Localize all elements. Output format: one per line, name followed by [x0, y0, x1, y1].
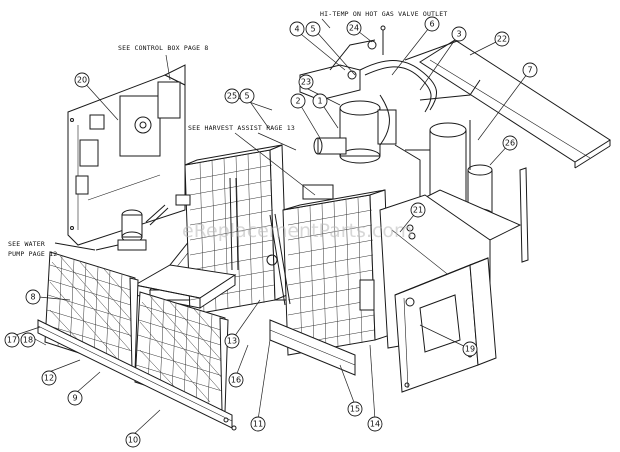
callout-26: 26 [502, 135, 518, 151]
svg-text:21: 21 [413, 206, 423, 215]
svg-text:18: 18 [23, 336, 33, 345]
svg-text:3: 3 [456, 30, 461, 39]
hardware [175, 25, 416, 240]
watermark: eReplacementParts.com [182, 220, 413, 242]
callout-25: 25 [224, 88, 240, 104]
tanks [408, 120, 522, 241]
svg-text:14: 14 [370, 420, 380, 429]
callout-9: 9 [67, 390, 83, 406]
callout-5b: 5 [239, 88, 255, 104]
callout-3: 3 [451, 26, 467, 42]
callout-21: 21 [410, 202, 426, 218]
splash-strip [37, 319, 237, 431]
svg-text:16: 16 [231, 376, 241, 385]
water-trough [133, 264, 237, 309]
svg-text:2: 2 [295, 97, 300, 106]
svg-text:24: 24 [349, 24, 359, 33]
note-water-pump-1: SEE WATER [8, 240, 45, 248]
svg-text:11: 11 [253, 420, 263, 429]
svg-text:12: 12 [44, 374, 54, 383]
compressor-assembly [299, 39, 481, 215]
svg-text:19: 19 [465, 345, 475, 354]
svg-text:23: 23 [301, 78, 311, 87]
evaporator-right [266, 189, 391, 356]
callout-13: 13 [224, 333, 240, 349]
callout-10: 10 [125, 432, 141, 448]
top-rail [419, 39, 611, 169]
note-harvest-assist: SEE HARVEST ASSIST PAGE 13 [188, 124, 295, 132]
svg-text:26: 26 [505, 139, 515, 148]
callout-2: 2 [290, 93, 306, 109]
callout-24: 24 [346, 20, 362, 36]
callout-8: 8 [25, 289, 41, 305]
back-panel [67, 64, 186, 246]
svg-text:5: 5 [244, 92, 249, 101]
water-pump [54, 204, 169, 251]
note-hot-gas: HI-TEMP ON HOT GAS VALVE OUTLET [320, 10, 448, 18]
callout-14: 14 [367, 416, 383, 432]
callout-11: 11 [250, 416, 266, 432]
callout-5a: 5 [305, 21, 321, 37]
svg-text:5: 5 [310, 25, 315, 34]
svg-text:7: 7 [527, 66, 532, 75]
svg-text:6: 6 [429, 20, 434, 29]
callout-7: 7 [522, 62, 538, 78]
svg-text:25: 25 [227, 92, 237, 101]
svg-text:10: 10 [128, 436, 138, 445]
callout-19: 19 [462, 341, 478, 357]
callout-4: 4 [289, 21, 305, 37]
svg-text:22: 22 [497, 35, 507, 44]
note-water-pump-2: PUMP PAGE 12 [8, 250, 57, 258]
svg-text:13: 13 [227, 337, 237, 346]
svg-text:15: 15 [350, 405, 360, 414]
callout-23: 23 [298, 74, 314, 90]
access-panel [394, 257, 497, 393]
callouts: 4 5 24 6 3 22 7 20 23 2 1 25 5 26 21 8 1… [4, 16, 538, 448]
note-control-box: SEE CONTROL BOX PAGE 8 [118, 44, 209, 52]
front-trim [269, 319, 356, 376]
svg-text:20: 20 [77, 76, 87, 85]
svg-text:17: 17 [7, 336, 17, 345]
svg-text:8: 8 [30, 293, 35, 302]
callout-17: 17 [4, 332, 20, 348]
callout-16: 16 [228, 372, 244, 388]
callout-18: 18 [20, 332, 36, 348]
svg-text:9: 9 [72, 394, 77, 403]
svg-text:1: 1 [317, 97, 322, 106]
callout-1: 1 [312, 93, 328, 109]
callout-20: 20 [74, 72, 90, 88]
callout-6: 6 [424, 16, 440, 32]
callout-22: 22 [494, 31, 510, 47]
svg-text:4: 4 [294, 25, 299, 34]
callout-12: 12 [41, 370, 57, 386]
callout-15: 15 [347, 401, 363, 417]
